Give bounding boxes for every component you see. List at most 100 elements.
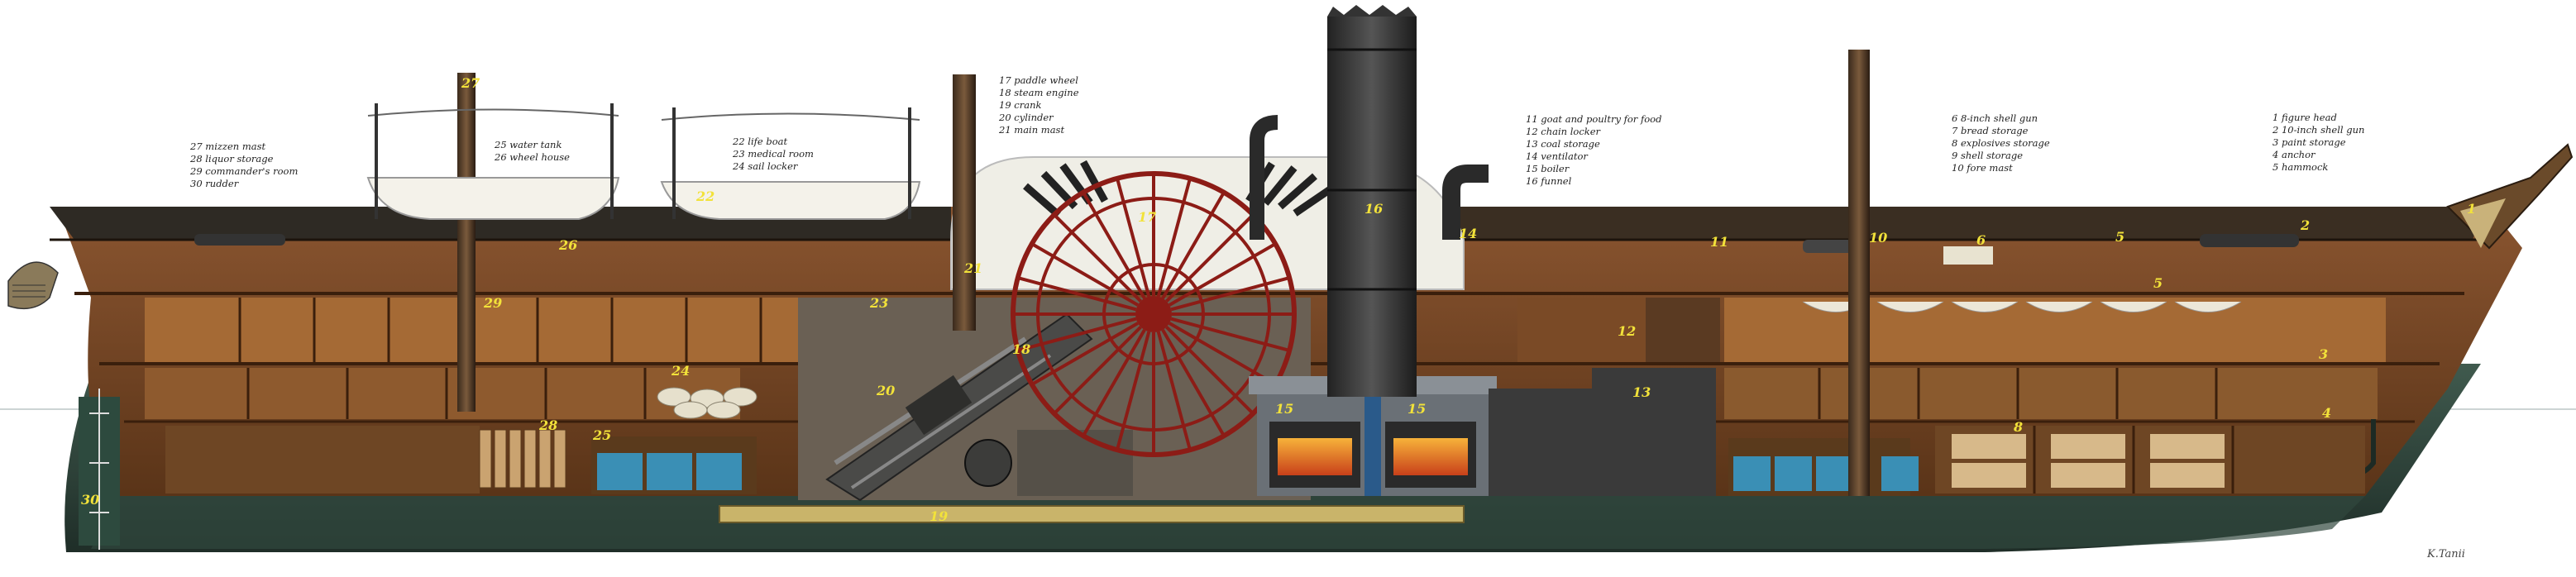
callout-6: 6 [1976, 232, 1986, 248]
legend-wheel: 17 paddle wheel 18 steam engine 19 crank… [999, 74, 1079, 136]
paddle-spoke [1116, 331, 1151, 449]
callout-11: 11 [1710, 234, 1728, 250]
callout-17: 17 [1138, 209, 1156, 225]
callout-13: 13 [1632, 384, 1651, 400]
paddle-spoke [1032, 322, 1139, 385]
life-boats [366, 103, 921, 220]
legend-item: 27 mizzen mast [190, 141, 266, 152]
callout-29: 29 [483, 295, 502, 311]
legend-item: 24 sail locker [733, 160, 798, 172]
legend-item: 25 water tank [495, 139, 562, 150]
paddle-spoke [1169, 243, 1275, 307]
callout-8: 8 [2013, 419, 2023, 435]
legend-gun: 6 8-inch shell gun 7 bread storage 8 exp… [1952, 112, 2050, 174]
paddle-spoke [1054, 326, 1142, 414]
legend-item: 12 chain locker [1526, 126, 1601, 137]
legend-item: 17 paddle wheel [999, 74, 1078, 86]
callout-16: 16 [1364, 201, 1383, 217]
legend-item: 16 funnel [1526, 175, 1572, 187]
boiler [1249, 376, 1592, 496]
legend-item: 18 steam engine [999, 87, 1079, 98]
legend-tank: 25 water tank 26 wheel house [495, 139, 570, 164]
paddle-spoke [1161, 193, 1225, 299]
ventilator [1250, 115, 1489, 240]
callout-28: 28 [538, 417, 557, 433]
callout-23: 23 [869, 295, 888, 311]
legend-boat: 22 life boat 23 medical room 24 sail loc… [733, 136, 814, 173]
callout-4: 4 [2322, 405, 2331, 421]
legend-item: 26 wheel house [495, 151, 570, 163]
callout-25: 25 [592, 427, 611, 443]
callout-10: 10 [1869, 230, 1887, 246]
callout-19: 19 [930, 508, 948, 524]
callout-12: 12 [1618, 323, 1636, 339]
callout-5: 5 [2115, 229, 2124, 245]
legend-aft: 27 mizzen mast 28 liquor storage 29 comm… [190, 141, 298, 190]
legend-item: 23 medical room [733, 148, 814, 160]
legend-item: 19 crank [999, 99, 1042, 111]
funnel [1327, 5, 1417, 397]
callout-21: 21 [963, 260, 982, 276]
water-tanks [591, 436, 1919, 496]
paddle-spoke [1019, 276, 1137, 312]
paddle-spoke [1161, 329, 1225, 436]
paddle-spoke [1169, 322, 1275, 385]
deck-guns [194, 234, 2299, 265]
callout-30: 30 [81, 492, 99, 508]
callout-14: 14 [1459, 226, 1477, 241]
legend-item: 28 liquor storage [190, 153, 274, 165]
legend-item: 20 cylinder [999, 112, 1054, 123]
callout-22: 22 [695, 188, 714, 204]
artist-signature: K.Tanii [2427, 548, 2465, 560]
callout-24: 24 [671, 363, 690, 379]
legend-item: 4 anchor [2273, 149, 2316, 160]
callouts: 1 2 3 4 5 5 6 8 10 11 12 13 14 15 15 16 … [81, 75, 2476, 524]
callout-1: 1 [2467, 201, 2476, 217]
legend-item: 21 main mast [999, 124, 1065, 136]
legend-item: 8 explosives storage [1952, 137, 2050, 149]
legend-item: 1 figure head [2273, 112, 2337, 123]
callout-2: 2 [2300, 217, 2310, 233]
legend-item: 15 boiler [1526, 163, 1570, 174]
paddle-spoke [1170, 317, 1288, 352]
paddle-spoke [1019, 317, 1137, 352]
callout-5b: 5 [2153, 275, 2163, 291]
legend-item: 22 life boat [733, 136, 788, 147]
callout-26: 26 [558, 237, 577, 253]
legend-item: 9 shell storage [1952, 150, 2024, 161]
legend-item: 29 commander's room [190, 165, 299, 177]
paddle-spoke [1165, 326, 1254, 414]
coal-storage [1517, 298, 1720, 496]
legend-item: 7 bread storage [1952, 125, 2029, 136]
paddle-spoke [1165, 214, 1254, 303]
legend-bow: 1 figure head 2 10-inch shell gun 3 pain… [2273, 112, 2364, 174]
paddle-spoke [1116, 179, 1151, 298]
callout-15: 15 [1275, 401, 1293, 417]
callout-15b: 15 [1407, 401, 1426, 417]
legend-item: 5 hammock [2273, 161, 2329, 173]
legend-item: 11 goat and poultry for food [1526, 113, 1662, 125]
legend-item: 13 coal storage [1526, 138, 1600, 150]
legend-item: 14 ventilator [1526, 150, 1588, 162]
callout-3: 3 [2319, 346, 2328, 362]
paddle-spoke [1156, 331, 1192, 449]
legend-item: 6 8-inch shell gun [1952, 112, 2038, 124]
paddle-spoke [1082, 329, 1146, 436]
callout-27: 27 [461, 75, 480, 91]
callout-18: 18 [1012, 341, 1030, 357]
paddle-spoke [1170, 276, 1288, 312]
engine-room [719, 298, 1465, 523]
legend-item: 10 fore mast [1952, 162, 2013, 174]
paddle-spoke [1032, 243, 1139, 307]
callout-20: 20 [876, 383, 895, 398]
paddle-spoke [1082, 193, 1146, 299]
forward-compartments [1724, 298, 2386, 494]
legend-item: 2 10-inch shell gun [2273, 124, 2365, 136]
legend-item: 3 paint storage [2273, 136, 2346, 148]
masts [457, 50, 1870, 496]
legend-goat: 11 goat and poultry for food 12 chain lo… [1526, 113, 1661, 188]
paddle-wheel [1011, 171, 1297, 457]
legend-item: 30 rudder [190, 178, 239, 189]
paddle-spoke [1156, 179, 1192, 298]
